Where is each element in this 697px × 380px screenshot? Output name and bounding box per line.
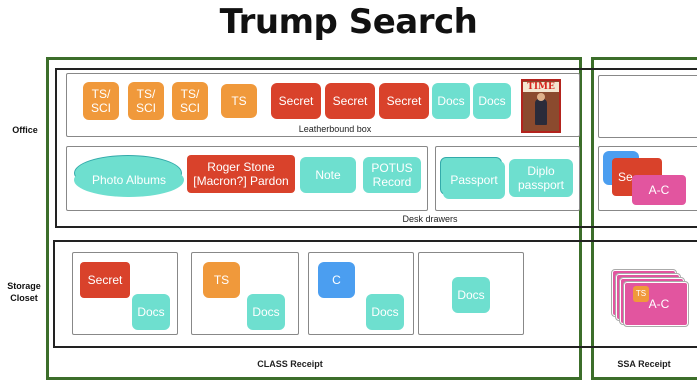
secret-doc: Secret (379, 83, 429, 119)
ssa-storage-ts-badge: TS (633, 286, 649, 302)
desk-drawer-right (435, 146, 580, 211)
storage-box-2 (191, 252, 299, 335)
row-label-storage: Storage Closet (7, 281, 41, 303)
desk-drawers-label: Desk drawers (402, 214, 458, 224)
storage-c-doc: C (318, 262, 355, 298)
desk-drawer-left (66, 146, 428, 211)
photo-albums: Photo Albums (74, 163, 184, 197)
diplo-passport: Diplo passport (509, 159, 573, 197)
storage-box-1 (72, 252, 178, 335)
storage-docs-item: Docs (366, 294, 404, 330)
class-receipt-label: CLASS Receipt (257, 359, 323, 369)
storage-box-4 (418, 252, 524, 335)
ssa-receipt-label: SSA Receipt (617, 359, 671, 369)
storage-docs-item: Docs (452, 277, 490, 313)
ssa-office-box-top (598, 75, 697, 138)
secret-doc: Secret (325, 83, 375, 119)
ts-sci-doc: TS/ SCI (128, 82, 164, 120)
ssa-office-box-bottom (598, 146, 697, 211)
leatherbound-box-label: Leatherbound box (298, 124, 372, 134)
page-title: Trump Search (219, 2, 478, 42)
storage-secret-doc: Secret (80, 262, 130, 298)
roger-stone-pardon: Roger Stone [Macron?] Pardon (187, 155, 295, 193)
ssa-ac-doc: A-C (632, 175, 686, 205)
ssa-storage-ac-doc: A-C (623, 281, 689, 327)
docs-item: Docs (432, 83, 470, 119)
storage-ts-doc: TS (203, 262, 240, 298)
ts-doc: TS (221, 84, 257, 118)
time-cover-title: TIME (523, 82, 559, 92)
note: Note (300, 157, 356, 193)
row-label-office: Office (12, 125, 38, 135)
passport: Passport (443, 161, 505, 199)
time-cover-figure (535, 99, 547, 125)
storage-box-3 (308, 252, 414, 335)
storage-docs-item: Docs (247, 294, 285, 330)
storage-docs-item: Docs (132, 294, 170, 330)
office-frame (55, 68, 697, 228)
storage-frame (53, 240, 697, 348)
ts-sci-doc: TS/ SCI (172, 82, 208, 120)
time-cover-figure-head (537, 93, 545, 101)
potus-record: POTUS Record (363, 157, 421, 193)
docs-item: Docs (473, 83, 511, 119)
leatherbound-box (66, 73, 580, 137)
ts-sci-doc: TS/ SCI (83, 82, 119, 120)
time-magazine-cover: TIME (521, 79, 561, 133)
secret-doc: Secret (271, 83, 321, 119)
